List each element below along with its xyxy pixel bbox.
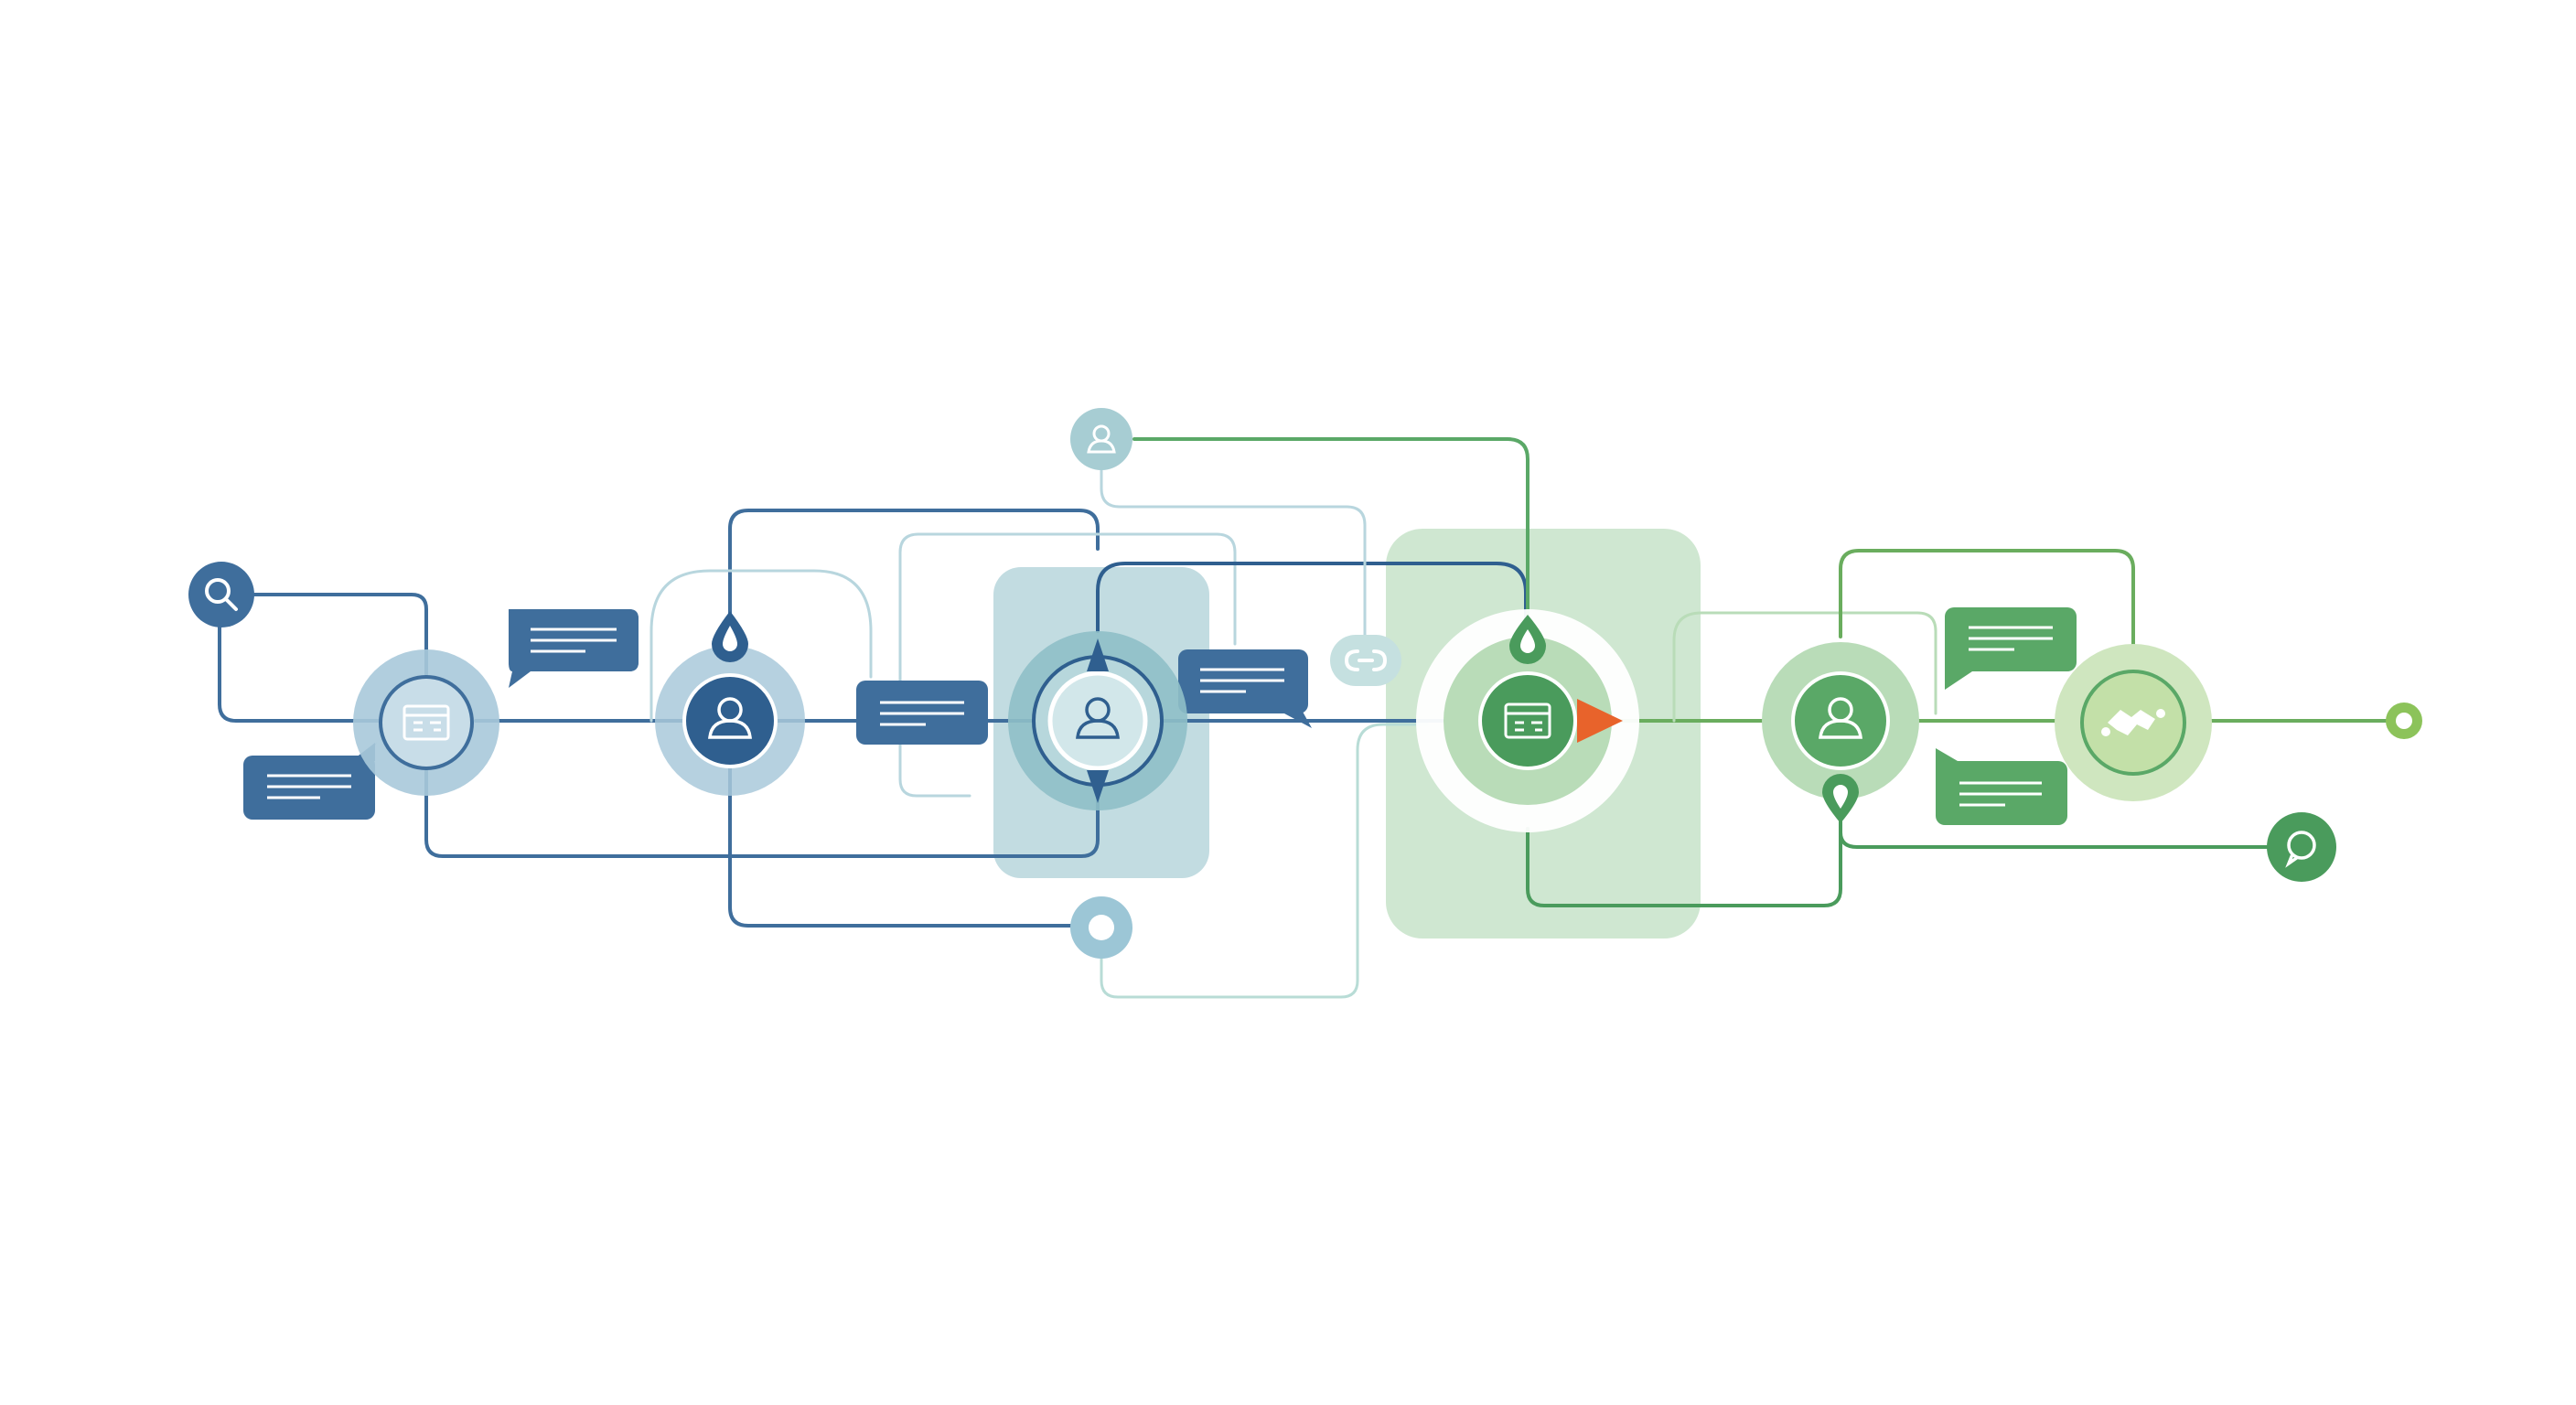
connector-search-kanban — [243, 593, 428, 688]
connector-green-top-loop — [1839, 549, 2135, 679]
user-icon — [708, 697, 752, 739]
connector-top-user — [1132, 437, 1530, 620]
kanban-node-green — [1416, 609, 1639, 832]
kanban-node-blue — [353, 649, 499, 796]
kanban-board-icon — [402, 704, 450, 741]
connector-teal-green-loop — [1096, 562, 1528, 633]
message-bubble-3 — [856, 681, 988, 745]
location-pin-icon — [1509, 615, 1546, 664]
message-bubble-6 — [1936, 748, 2067, 825]
connector-kanban-bottom — [424, 757, 1100, 858]
message-bubble-5 — [1945, 607, 2077, 690]
search-icon — [205, 578, 238, 611]
pointer-down-icon — [1087, 770, 1109, 803]
user-node-blue — [655, 611, 805, 796]
link-node — [1330, 635, 1401, 686]
user-node-green — [1762, 642, 1919, 823]
link-icon — [1344, 649, 1388, 671]
handshake-node — [2055, 644, 2212, 801]
location-pin-icon — [1822, 774, 1859, 823]
end-point-node — [2386, 702, 2422, 739]
user-icon — [1076, 697, 1120, 739]
chat-node — [2267, 812, 2336, 882]
user-icon — [1087, 424, 1116, 454]
message-bubble-1 — [509, 609, 639, 688]
location-pin-icon — [712, 611, 748, 662]
handshake-icon — [2101, 709, 2165, 736]
kanban-board-icon — [1504, 702, 1551, 739]
connector-light-arc-1 — [649, 569, 873, 723]
chat-icon — [2285, 831, 2316, 868]
message-bubble-4 — [1178, 649, 1312, 728]
connector-user-bottom-loop — [728, 767, 1078, 928]
direction-arrow — [1577, 699, 1623, 743]
connector-top-user-light — [1100, 465, 1367, 651]
connector-user-top-loop — [728, 509, 1100, 622]
pointer-up-icon — [1087, 638, 1109, 671]
user-node-teal — [1008, 631, 1187, 810]
connector-search-down — [218, 620, 386, 723]
connector-green-chat — [1839, 812, 2270, 849]
search-node — [188, 562, 254, 627]
user-node-top — [1070, 408, 1132, 470]
connector-light-arc-3 — [898, 719, 971, 798]
user-icon — [1819, 697, 1862, 739]
connector-bottom-pale — [1100, 723, 1429, 999]
message-bubble-2 — [243, 743, 377, 820]
ring-node-bottom — [1070, 896, 1132, 959]
connector-green-light-arc — [1672, 611, 1937, 723]
connector-green-bottom-loop — [1526, 820, 1842, 907]
connector-light-arc-2 — [898, 532, 1237, 723]
